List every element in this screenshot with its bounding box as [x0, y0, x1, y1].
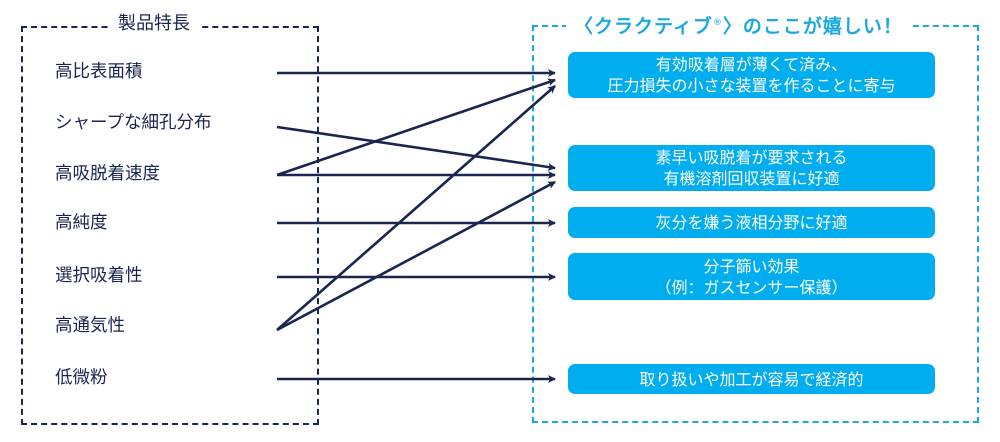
feature-sharp-pore-distribution: シャープな細孔分布 [55, 113, 212, 133]
connection-arrow [276, 85, 556, 331]
connection-arrow [276, 78, 556, 177]
feature-high-adsorption-rate: 高吸脱着速度 [55, 164, 160, 184]
registered-mark: ® [712, 18, 723, 28]
feature-selective-adsorption: 選択吸着性 [55, 266, 143, 286]
benefits-title: 〈クラクティブ®〉のここが嬉しい！ [566, 10, 911, 40]
feature-high-purity: 高純度 [55, 213, 108, 233]
connection-arrow [276, 180, 556, 332]
features-title: 製品特長 [108, 12, 200, 36]
feature-low-fine-powder: 低微粉 [55, 368, 108, 388]
benefit-solvent-recovery: 素早い吸脱着が要求される 有機溶剤回収装置に好適 [568, 145, 935, 191]
benefit-easy-handling-economical: 取り扱いや加工が容易で経済的 [568, 364, 935, 394]
feature-high-permeability: 高通気性 [55, 316, 125, 336]
benefit-liquid-phase: 灰分を嫌う液相分野に好適 [568, 207, 935, 238]
benefit-thin-layer-low-pressure-loss: 有効吸着層が薄くて済み、 圧力損失の小さな装置を作ることに寄与 [568, 52, 935, 98]
feature-high-surface-area: 高比表面積 [55, 62, 143, 82]
benefit-molecular-sieve: 分子篩い効果 （例：ガスセンサー保護） [568, 253, 935, 300]
connection-arrow [276, 125, 556, 171]
